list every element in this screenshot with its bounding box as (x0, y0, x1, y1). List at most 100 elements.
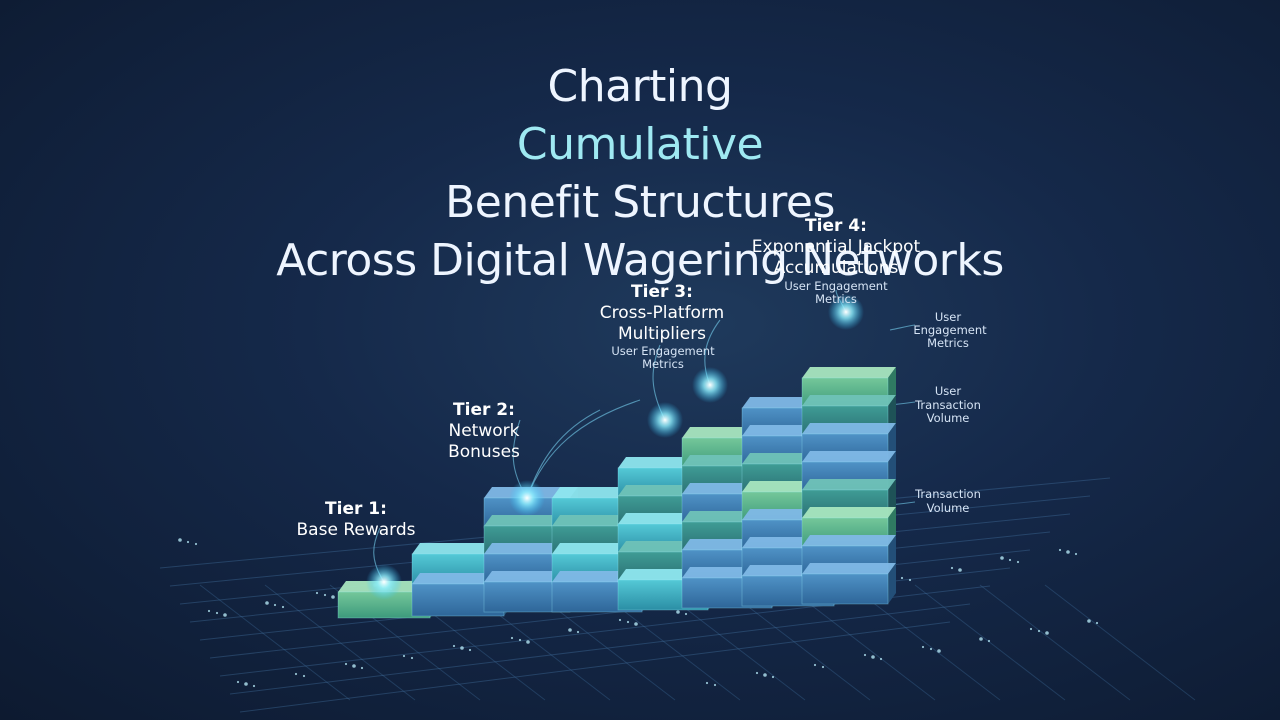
grid-node (194, 542, 198, 546)
grid-node (705, 681, 709, 685)
grid-node (958, 568, 962, 572)
grid-node (252, 684, 256, 688)
grid-node (921, 645, 925, 649)
glow-node (509, 480, 545, 516)
annotation-5-line-1: Transaction (914, 487, 981, 501)
block-top (802, 563, 896, 574)
grid-node (323, 593, 327, 597)
grid-node (468, 648, 472, 652)
tier-2-line-1: Network (449, 421, 520, 441)
title-part-1: Charting (547, 61, 733, 112)
grid-node (576, 630, 580, 634)
page-title: Charting Cumulative Benefit Structures A… (0, 58, 1280, 290)
grid-node (684, 612, 688, 616)
title-part-2: Cumulative (516, 119, 764, 170)
annotation-4-line-3: Volume (927, 411, 970, 425)
grid-node (713, 683, 717, 687)
annotation-2-line-2: Metrics (815, 292, 857, 306)
grid-node (879, 657, 883, 661)
grid-line (264, 584, 416, 701)
tier-3-label: Tier 3: Cross-Platform Multipliers (600, 282, 724, 344)
grid-node (1058, 548, 1062, 552)
grid-node (813, 663, 817, 667)
block-top (802, 507, 896, 518)
connector-curve (889, 324, 916, 331)
annotation-engagement-tier3: User Engagement Metrics (611, 344, 715, 371)
tier-1-line-1: Base Rewards (297, 520, 416, 540)
grid-node (1000, 556, 1004, 560)
annotation-1-line-2: Metrics (642, 357, 684, 371)
glow-node (366, 564, 402, 600)
grid-node (294, 672, 298, 676)
grid-node (315, 591, 319, 595)
grid-node (821, 665, 825, 669)
annotation-engagement-tier4: User Engagement Metrics (784, 279, 888, 306)
block-top (802, 451, 896, 462)
tier-2-heading: Tier 2: (453, 400, 515, 420)
grid-node (402, 654, 406, 658)
annotation-1-line-1: User Engagement (611, 344, 715, 358)
grid-node (1016, 560, 1020, 564)
block-top (802, 367, 896, 378)
tier-4-label: Tier 4: Exponential Jackpot Accumulation… (752, 216, 921, 278)
annotation-4-line-2: Transaction (914, 398, 981, 412)
tier-2-label: Tier 2: Network Bonuses (448, 400, 520, 462)
annotation-volume-right: Transaction Volume (914, 487, 981, 515)
tier-4-line-2: Accumulations (774, 258, 899, 278)
grid-node (1045, 631, 1049, 635)
grid-node (1008, 558, 1012, 562)
grid-node (244, 682, 248, 686)
tier-4-heading: Tier 4: (805, 216, 867, 236)
grid-node (207, 609, 211, 613)
tier-1-label: Tier 1: Base Rewards (297, 499, 416, 540)
glow-node (647, 402, 683, 438)
block-top (802, 479, 896, 490)
annotation-engagement-right: User Engagement Metrics (913, 310, 987, 350)
grid-node (331, 595, 335, 599)
title-part-3: Benefit Structures (445, 177, 835, 228)
grid-node (352, 664, 356, 668)
grid-node (634, 622, 638, 626)
grid-line (979, 584, 1131, 701)
block-face (801, 573, 889, 605)
grid-node (763, 673, 767, 677)
block-top (802, 395, 896, 406)
grid-line (849, 584, 1001, 701)
annotation-5-line-2: Volume (927, 501, 970, 515)
grid-node (900, 576, 904, 580)
grid-node (281, 605, 285, 609)
block-top (802, 535, 896, 546)
grid-node (950, 566, 954, 570)
grid-node (344, 662, 348, 666)
block (801, 563, 896, 605)
grid-node (863, 653, 867, 657)
grid-line (239, 621, 951, 713)
grid-node (1087, 619, 1091, 623)
annotation-3-line-1: User (935, 310, 961, 324)
tier-1-heading: Tier 1: (325, 499, 387, 519)
title-line-2: Across Digital Wagering Networks (276, 235, 1004, 286)
grid-node (223, 613, 227, 617)
grid-node (178, 538, 182, 542)
grid-node (937, 649, 941, 653)
tier-2-line-2: Bonuses (448, 442, 520, 462)
grid-node (871, 655, 875, 659)
block-top (802, 423, 896, 434)
annotation-3-line-3: Metrics (927, 336, 969, 350)
tier-3-line-2: Multipliers (618, 324, 706, 344)
tier-3-heading: Tier 3: (631, 282, 693, 302)
glow-node (828, 294, 864, 330)
grid-line (914, 584, 1066, 701)
grid-node (302, 674, 306, 678)
grid-line (199, 584, 351, 701)
grid-node (1029, 627, 1033, 631)
annotation-3-line-2: Engagement (913, 323, 987, 337)
glow-node (692, 367, 728, 403)
annotation-2-line-1: User Engagement (784, 279, 888, 293)
annotation-transaction-right: User Transaction Volume (914, 384, 981, 425)
grid-node (360, 666, 364, 670)
grid-line (229, 603, 971, 695)
tier-4-line-1: Exponential Jackpot (752, 237, 921, 257)
grid-node (273, 603, 277, 607)
